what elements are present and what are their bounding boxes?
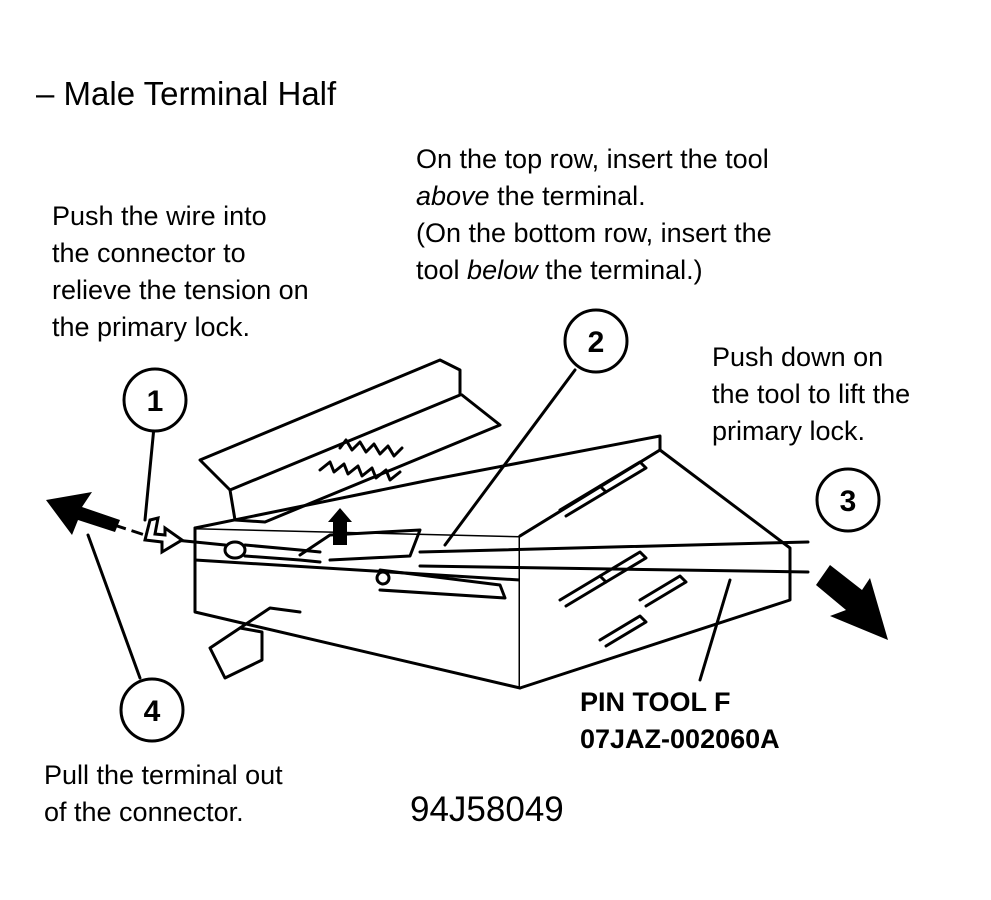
leader-2 (443, 368, 577, 547)
connector-latch (198, 358, 502, 524)
leader-4 (86, 533, 142, 680)
note-push-line3: relieve the tension on (52, 275, 309, 305)
callout-2-label: 2 (588, 326, 605, 359)
lift-arrow (328, 508, 352, 545)
bottom-latch (208, 606, 302, 680)
note-insert-line4-pre: tool (416, 255, 468, 285)
leader-1 (143, 425, 156, 522)
note-pull-line2: of the connector. (44, 797, 244, 827)
note-insert-below: below (467, 255, 538, 285)
tool-name: PIN TOOL F (580, 687, 731, 717)
callout-2-circle (563, 308, 629, 374)
note-insert-line4-rest: the terminal.) (537, 255, 703, 285)
note-down-line1: Push down on (712, 342, 884, 372)
figure-id: 94J58049 (410, 790, 564, 829)
push-arrow (143, 515, 185, 555)
note-insert-line2-rest: the terminal. (489, 181, 646, 211)
callout-3-circle (815, 467, 881, 533)
note-insert-above: above (416, 181, 490, 211)
push-down-arrow (816, 565, 888, 640)
tool-part-number: 07JAZ-002060A (580, 724, 780, 754)
note-pull-line1: Pull the terminal out (44, 760, 283, 790)
leader-tool (698, 578, 732, 682)
callout-4-circle (119, 677, 185, 743)
note-down-line3: primary lock. (712, 416, 866, 446)
note-insert-line1: On the top row, insert the tool (416, 144, 769, 174)
callout-3-label: 3 (840, 485, 857, 518)
note-push-line2: the connector to (52, 238, 246, 268)
pin-tool (418, 540, 810, 574)
callout-1-circle (122, 367, 188, 433)
callout-4-label: 4 (144, 695, 161, 728)
page-title: – Male Terminal Half (36, 75, 337, 112)
callout-1-label: 1 (147, 385, 164, 418)
note-insert-line2: above the terminal. (416, 178, 646, 215)
terminal (173, 528, 507, 600)
connector-housing (193, 434, 792, 690)
note-down-line2: the tool to lift the (712, 379, 911, 409)
note-push-line1: Push the wire into (52, 201, 267, 231)
note-insert-line4: tool below the terminal.) (416, 252, 703, 289)
pull-arrow (46, 492, 161, 542)
note-insert-line3: (On the bottom row, insert the (416, 218, 772, 248)
note-push-line4: the primary lock. (52, 312, 251, 342)
